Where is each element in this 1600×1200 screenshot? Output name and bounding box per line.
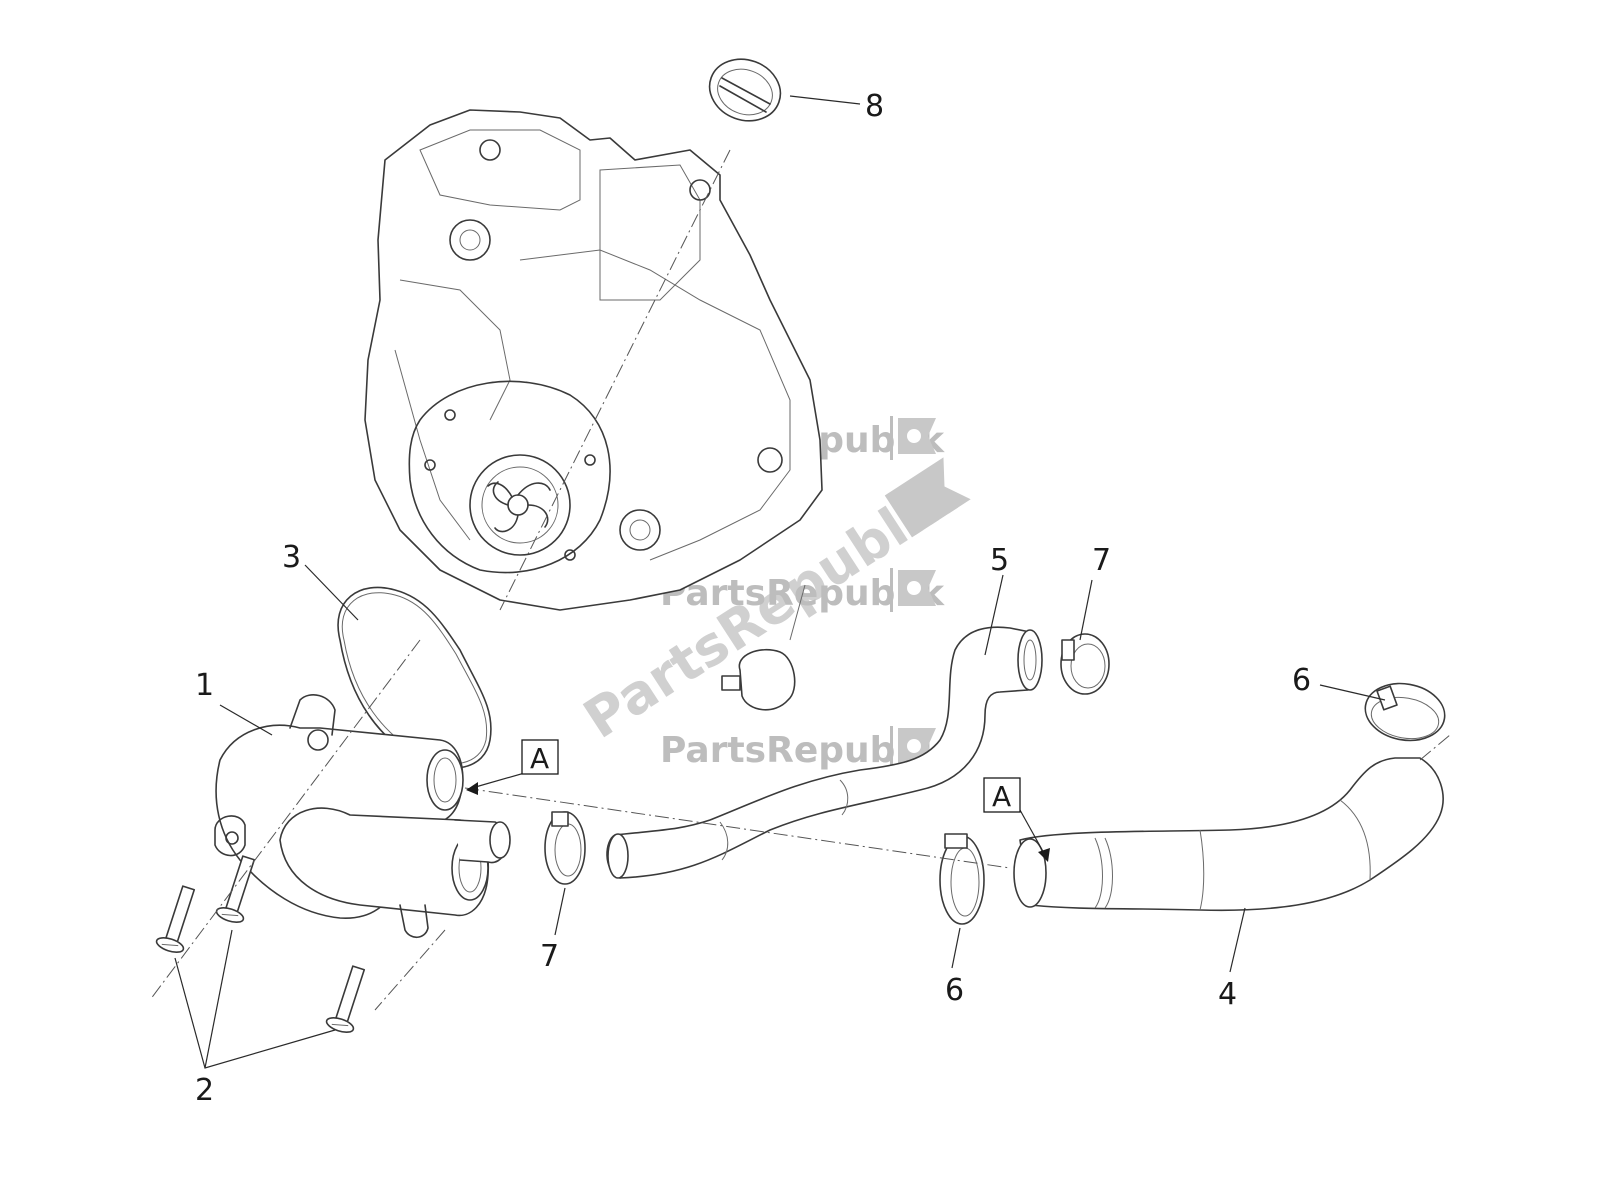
- part-5-hose: [606, 626, 1043, 879]
- callout-3: 3: [282, 540, 301, 575]
- callout-2: 2: [195, 1073, 214, 1108]
- callout-5: 5: [990, 543, 1009, 578]
- part-1-pump-cover: [214, 694, 511, 939]
- part-4-hose: [1013, 757, 1444, 912]
- watermark-flag-icon: [890, 568, 936, 612]
- ref-mark-a-right-text: A: [992, 780, 1011, 813]
- part-7-clamp-bottom: [544, 811, 586, 885]
- callout-6-top: 6: [1292, 663, 1311, 698]
- callout-7-bottom: 7: [540, 939, 559, 974]
- screw-3: [325, 965, 366, 1033]
- assembly-centerlines: [149, 149, 1451, 1011]
- callout-labels: 8 3 1 2 5 7 6 7 6 4: [195, 89, 1311, 1108]
- callout-1: 1: [195, 668, 214, 703]
- callout-4: 4: [1218, 977, 1237, 1012]
- watermark-flag-icon: [890, 416, 936, 460]
- part-6-clamp-top: [1364, 682, 1446, 742]
- engine-cover-housing: [364, 109, 823, 611]
- callout-8: 8: [865, 89, 884, 124]
- part-7-clamp-top: [1060, 633, 1110, 695]
- ref-mark-a-right: A: [983, 777, 1021, 813]
- callout-7-top: 7: [1092, 543, 1111, 578]
- part-8-plug: [708, 58, 782, 122]
- callout-6-bottom: 6: [945, 973, 964, 1008]
- screw-1: [155, 885, 196, 953]
- watermark-flag-icon: [884, 457, 971, 538]
- hose-bracket: [721, 584, 806, 711]
- leader-lines: [174, 95, 1386, 1069]
- part-6-clamp-bottom: [939, 833, 985, 925]
- ref-mark-a-left-text: A: [530, 742, 549, 775]
- ref-mark-a-left: A: [521, 739, 559, 775]
- impeller-icon: [487, 481, 551, 533]
